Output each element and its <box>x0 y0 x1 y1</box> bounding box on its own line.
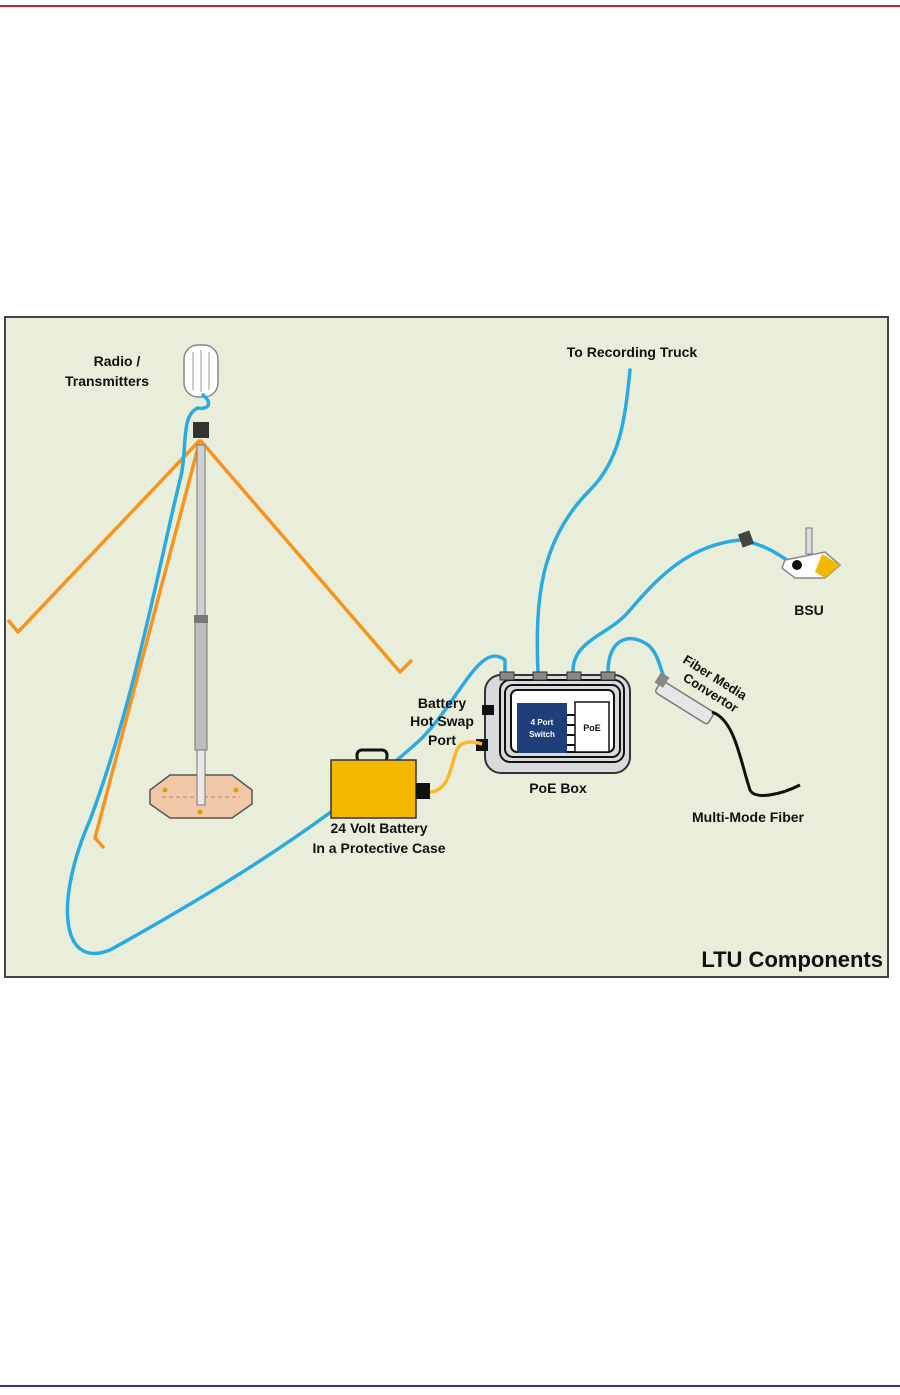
switch-label-line1: 4 Port <box>531 718 554 727</box>
mast-connector <box>193 422 209 438</box>
to-recording-truck-label: To Recording Truck <box>567 344 698 360</box>
radio-transmitter <box>184 345 218 397</box>
hot-swap-label-line2: Hot Swap <box>410 713 474 729</box>
diagram-panel <box>5 317 888 977</box>
hot-swap-label-line1: Battery <box>418 695 466 711</box>
hot-swap-label-line3: Port <box>428 732 456 748</box>
switch-label-line2: Switch <box>529 730 555 739</box>
diagram-title: LTU Components <box>701 947 883 972</box>
poe-box-label: PoE Box <box>529 780 587 796</box>
battery-label-line1: 24 Volt Battery <box>331 820 428 836</box>
radio-label-line1: Radio / <box>94 353 141 369</box>
multi-mode-fiber-label: Multi-Mode Fiber <box>692 809 805 825</box>
bsu-label: BSU <box>794 602 824 618</box>
battery-label-line2: In a Protective Case <box>312 840 445 856</box>
poe-inner-label: PoE <box>583 723 601 733</box>
footer-rule <box>0 1385 900 1387</box>
radio-label-line2: Transmitters <box>65 373 149 389</box>
four-port-switch <box>517 703 567 753</box>
battery-case <box>331 750 430 818</box>
